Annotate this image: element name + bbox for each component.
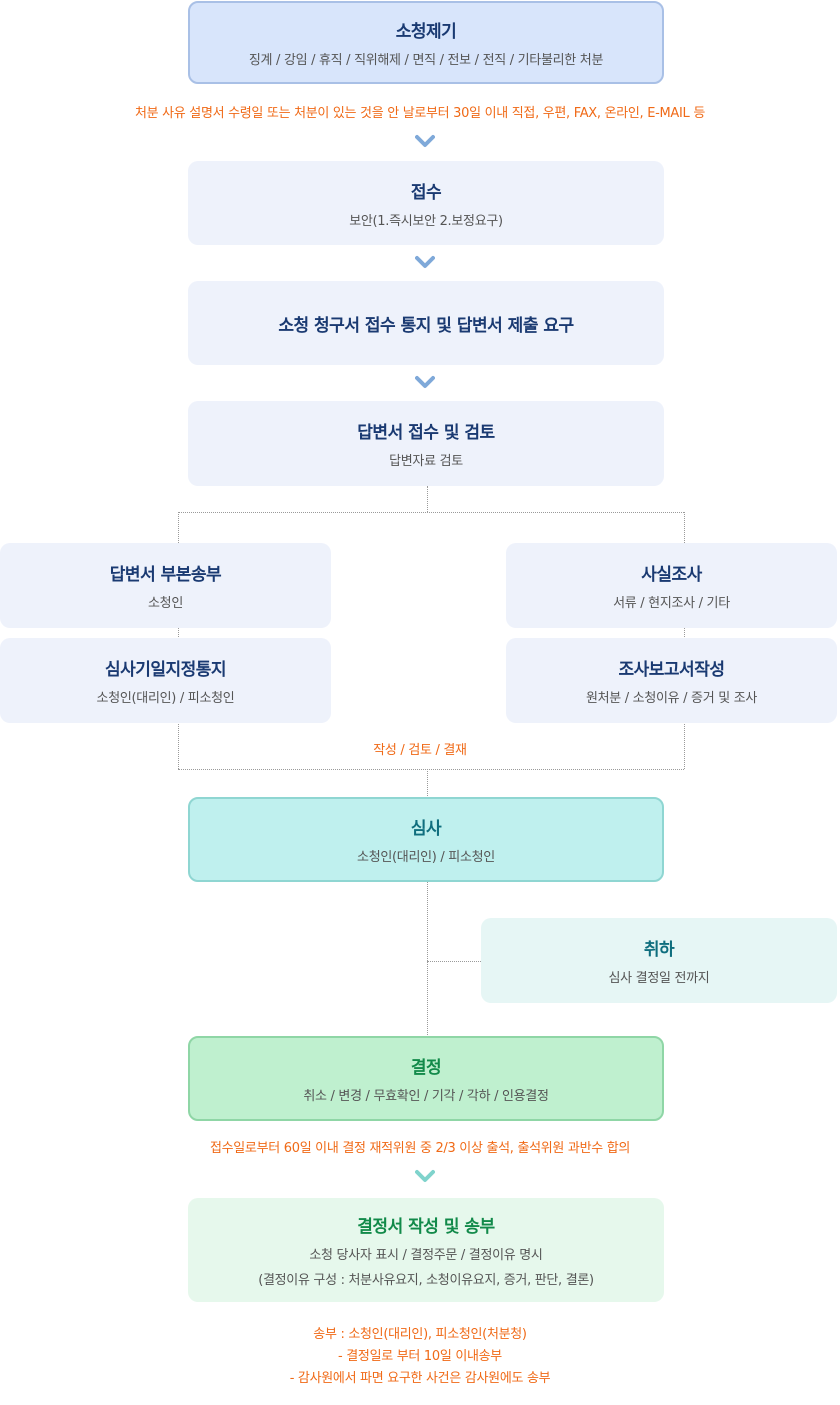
note-decision-rule: 접수일로부터 60일 이내 결정 재적위원 중 2/3 이상 출석, 출석위원 … bbox=[209, 1141, 631, 1156]
step-withdraw-title: 취하 bbox=[643, 940, 675, 960]
step-petition-title: 소청제기 bbox=[395, 22, 457, 42]
step-decision-sub: 취소 / 변경 / 무효확인 / 기각 / 각하 / 인용결정 bbox=[303, 1089, 549, 1104]
step-review: 심사 소청인(대리인) / 피소청인 bbox=[188, 797, 664, 882]
step-decision: 결정 취소 / 변경 / 무효확인 / 기각 / 각하 / 인용결정 bbox=[188, 1036, 664, 1121]
step-decision-document-title: 결정서 작성 및 송부 bbox=[357, 1217, 495, 1237]
connector-line bbox=[427, 881, 428, 1037]
chevron-down-icon bbox=[415, 256, 435, 268]
step-withdraw-sub: 심사 결정일 전까지 bbox=[608, 971, 710, 986]
step-hearing-date-title: 심사기일지정통지 bbox=[104, 660, 227, 680]
step-petition: 소청제기 징계 / 강임 / 휴직 / 직위해제 / 면직 / 전보 / 전직 … bbox=[188, 1, 664, 84]
step-decision-title: 결정 bbox=[410, 1058, 442, 1078]
step-copy-send-sub: 소청인 bbox=[148, 596, 183, 611]
connector-line bbox=[427, 769, 428, 798]
step-report-sub: 원처분 / 소청이유 / 증거 및 조사 bbox=[585, 691, 758, 706]
note-delivery-line3: - 감사원에서 파면 요구한 사건은 감사원에도 송부 bbox=[289, 1371, 551, 1386]
connector-line bbox=[178, 769, 684, 770]
step-notice-title: 소청 청구서 접수 통지 및 답변서 제출 요구 bbox=[278, 315, 574, 336]
step-hearing-date-sub: 소청인(대리인) / 피소청인 bbox=[96, 691, 235, 706]
step-review-sub: 소청인(대리인) / 피소청인 bbox=[357, 850, 495, 865]
step-decision-document-sub1: 소청 당사자 표시 / 결정주문 / 결정이유 명시 bbox=[309, 1248, 543, 1263]
step-report-title: 조사보고서작성 bbox=[618, 660, 725, 680]
chevron-down-icon bbox=[415, 1170, 435, 1182]
connector-line bbox=[427, 961, 481, 962]
connector-line bbox=[178, 512, 684, 513]
step-review-title: 심사 bbox=[410, 819, 442, 839]
step-receipt: 접수 보안(1.즉시보안 2.보정요구) bbox=[188, 161, 664, 245]
step-copy-send: 답변서 부본송부 소청인 bbox=[0, 543, 331, 628]
step-decision-document-sub2: (결정이유 구성 : 처분사유요지, 소청이유요지, 증거, 판단, 결론) bbox=[258, 1273, 594, 1288]
step-report: 조사보고서작성 원처분 / 소청이유 / 증거 및 조사 bbox=[506, 638, 837, 723]
step-hearing-date: 심사기일지정통지 소청인(대리인) / 피소청인 bbox=[0, 638, 331, 723]
step-fact-finding-title: 사실조사 bbox=[641, 565, 702, 585]
step-answer-review-title: 답변서 접수 및 검토 bbox=[357, 423, 495, 443]
chevron-down-icon bbox=[415, 135, 435, 147]
step-withdraw: 취하 심사 결정일 전까지 bbox=[481, 918, 837, 1003]
step-petition-sub: 징계 / 강임 / 휴직 / 직위해제 / 면직 / 전보 / 전직 / 기타불… bbox=[248, 53, 604, 68]
step-receipt-sub: 보안(1.즉시보안 2.보정요구) bbox=[349, 213, 503, 229]
connector-line bbox=[427, 486, 428, 512]
note-deadline: 처분 사유 설명서 수령일 또는 처분이 있는 것을 안 날로부터 30일 이내… bbox=[135, 106, 705, 121]
step-receipt-title: 접수 bbox=[410, 182, 442, 203]
step-fact-finding-sub: 서류 / 현지조사 / 기타 bbox=[613, 596, 730, 611]
step-notice: 소청 청구서 접수 통지 및 답변서 제출 요구 bbox=[188, 281, 664, 365]
step-decision-document: 결정서 작성 및 송부 소청 당사자 표시 / 결정주문 / 결정이유 명시 (… bbox=[188, 1198, 664, 1302]
chevron-down-icon bbox=[415, 376, 435, 388]
note-delivery-line1: 송부 : 소청인(대리인), 피소청인(처분청) bbox=[313, 1327, 527, 1342]
note-delivery-line2: - 결정일로 부터 10일 이내송부 bbox=[338, 1349, 502, 1364]
step-answer-review: 답변서 접수 및 검토 답변자료 검토 bbox=[188, 401, 664, 486]
step-fact-finding: 사실조사 서류 / 현지조사 / 기타 bbox=[506, 543, 837, 628]
step-answer-review-sub: 답변자료 검토 bbox=[389, 454, 463, 469]
note-approval: 작성 / 검토 / 결재 bbox=[373, 743, 467, 758]
step-copy-send-title: 답변서 부본송부 bbox=[109, 565, 222, 585]
